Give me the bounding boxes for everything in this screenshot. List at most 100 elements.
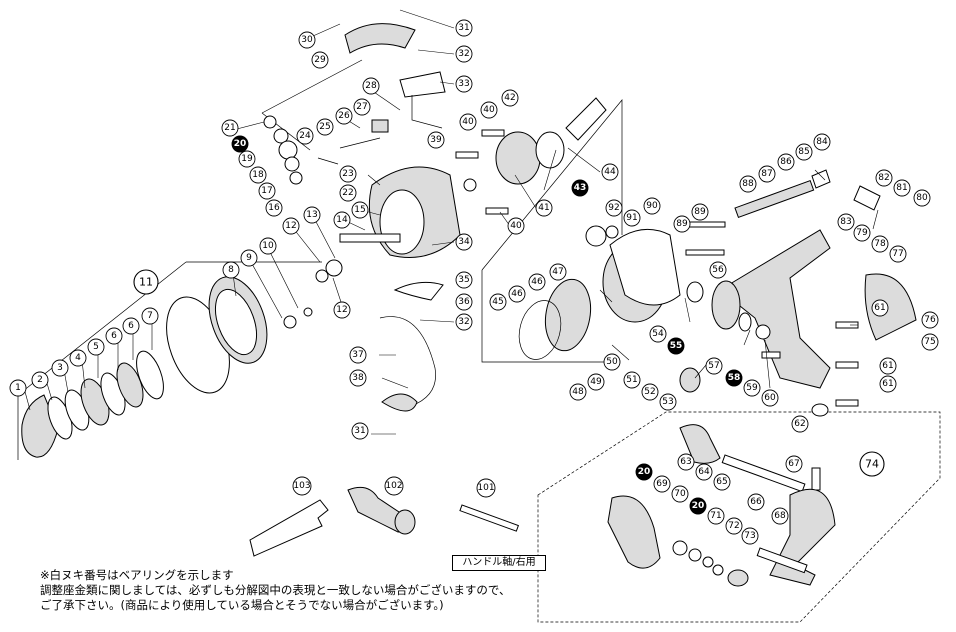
svg-text:92: 92 bbox=[608, 203, 619, 213]
callout-88: 88 bbox=[739, 175, 757, 193]
svg-text:50: 50 bbox=[606, 357, 618, 367]
callout-81: 81 bbox=[893, 179, 911, 197]
svg-text:27: 27 bbox=[356, 102, 367, 112]
notes-block: ※白ヌキ番号はベアリングを示します 調整座金類に関しましては、必ずしも分解図中の… bbox=[40, 568, 640, 613]
callout-13: 13 bbox=[303, 206, 321, 224]
callout-86: 86 bbox=[777, 153, 795, 171]
svg-text:13: 13 bbox=[306, 210, 317, 220]
callout-91: 91 bbox=[623, 209, 641, 227]
callout-12: 12 bbox=[282, 217, 300, 235]
callout-20b: 20 bbox=[635, 463, 653, 481]
callout-74: 74 bbox=[859, 451, 885, 477]
svg-text:37: 37 bbox=[352, 350, 363, 360]
callout-80: 80 bbox=[913, 189, 931, 207]
svg-text:83: 83 bbox=[840, 217, 851, 227]
svg-text:72: 72 bbox=[728, 521, 739, 531]
svg-text:101: 101 bbox=[477, 483, 494, 493]
svg-text:61: 61 bbox=[874, 303, 885, 313]
callout-62: 62 bbox=[791, 415, 809, 433]
callout-32b: 32 bbox=[455, 313, 473, 331]
callout-101: 101 bbox=[476, 478, 496, 498]
svg-text:15: 15 bbox=[354, 205, 365, 215]
callout-25: 25 bbox=[316, 118, 334, 136]
callout-7: 7 bbox=[141, 307, 159, 325]
callout-54: 54 bbox=[649, 325, 667, 343]
callout-26: 26 bbox=[335, 107, 353, 125]
svg-text:46: 46 bbox=[531, 277, 543, 287]
svg-text:4: 4 bbox=[75, 353, 81, 363]
svg-text:90: 90 bbox=[646, 201, 658, 211]
svg-text:86: 86 bbox=[780, 157, 792, 167]
svg-text:32: 32 bbox=[458, 49, 469, 59]
svg-text:20: 20 bbox=[638, 467, 651, 477]
callout-89b: 89 bbox=[691, 203, 709, 221]
callout-78: 78 bbox=[871, 235, 889, 253]
svg-text:39: 39 bbox=[430, 135, 442, 145]
svg-text:78: 78 bbox=[874, 239, 886, 249]
callout-11: 11 bbox=[133, 269, 159, 295]
svg-text:7: 7 bbox=[147, 311, 153, 321]
callout-83: 83 bbox=[837, 213, 855, 231]
callout-1: 1 bbox=[9, 379, 27, 397]
svg-text:21: 21 bbox=[224, 123, 235, 133]
svg-text:85: 85 bbox=[798, 147, 809, 157]
svg-text:22: 22 bbox=[342, 188, 353, 198]
svg-text:87: 87 bbox=[761, 169, 772, 179]
svg-text:31: 31 bbox=[458, 23, 469, 33]
callout-38: 38 bbox=[349, 369, 367, 387]
callout-43: 43 bbox=[571, 179, 589, 197]
svg-text:26: 26 bbox=[338, 111, 350, 121]
callout-23: 23 bbox=[339, 165, 357, 183]
svg-text:80: 80 bbox=[916, 193, 928, 203]
svg-text:71: 71 bbox=[710, 511, 721, 521]
svg-text:40: 40 bbox=[462, 117, 474, 127]
svg-text:67: 67 bbox=[788, 459, 799, 469]
svg-text:51: 51 bbox=[626, 375, 637, 385]
svg-text:66: 66 bbox=[750, 497, 762, 507]
svg-text:30: 30 bbox=[301, 35, 313, 45]
callout-92: 92 bbox=[605, 199, 623, 217]
callout-61c: 61 bbox=[879, 375, 897, 393]
callout-63: 63 bbox=[677, 453, 695, 471]
svg-text:46: 46 bbox=[511, 289, 523, 299]
svg-text:35: 35 bbox=[458, 275, 469, 285]
svg-text:6: 6 bbox=[128, 321, 134, 331]
svg-text:59: 59 bbox=[746, 383, 758, 393]
callouts: 1 2 3 4 5 6 6 7 8 9 10 11 12 12 13 14 15… bbox=[9, 19, 939, 545]
callout-15: 15 bbox=[351, 201, 369, 219]
callout-53: 53 bbox=[659, 393, 677, 411]
svg-text:63: 63 bbox=[680, 457, 691, 467]
svg-text:32: 32 bbox=[458, 317, 469, 327]
callout-19: 19 bbox=[238, 150, 256, 168]
callout-17: 17 bbox=[258, 182, 276, 200]
callout-39: 39 bbox=[427, 131, 445, 149]
svg-text:41: 41 bbox=[538, 203, 549, 213]
callout-67: 67 bbox=[785, 455, 803, 473]
note-washer-1: 調整座金類に関しましては、必ずしも分解図中の表現と一致しない場合がございますので… bbox=[40, 583, 511, 597]
callout-72: 72 bbox=[725, 517, 743, 535]
svg-text:16: 16 bbox=[268, 203, 280, 213]
callout-102: 102 bbox=[384, 476, 404, 496]
svg-text:33: 33 bbox=[458, 79, 469, 89]
svg-text:5: 5 bbox=[93, 342, 99, 352]
svg-text:8: 8 bbox=[228, 265, 234, 275]
svg-text:82: 82 bbox=[878, 173, 889, 183]
callout-32: 32 bbox=[455, 45, 473, 63]
callout-71: 71 bbox=[707, 507, 725, 525]
callout-14: 14 bbox=[333, 211, 351, 229]
callout-65: 65 bbox=[713, 473, 731, 491]
svg-text:91: 91 bbox=[626, 213, 637, 223]
callout-36: 36 bbox=[455, 293, 473, 311]
callout-70: 70 bbox=[671, 485, 689, 503]
svg-text:61: 61 bbox=[882, 361, 893, 371]
svg-text:38: 38 bbox=[352, 373, 364, 383]
callout-76: 76 bbox=[921, 311, 939, 329]
callout-55: 55 bbox=[667, 337, 685, 355]
callout-18: 18 bbox=[249, 166, 267, 184]
svg-text:68: 68 bbox=[774, 511, 786, 521]
callout-61: 61 bbox=[871, 299, 889, 317]
callout-77: 77 bbox=[889, 245, 907, 263]
svg-text:31: 31 bbox=[354, 426, 365, 436]
svg-text:45: 45 bbox=[492, 297, 503, 307]
svg-text:20: 20 bbox=[234, 139, 247, 149]
